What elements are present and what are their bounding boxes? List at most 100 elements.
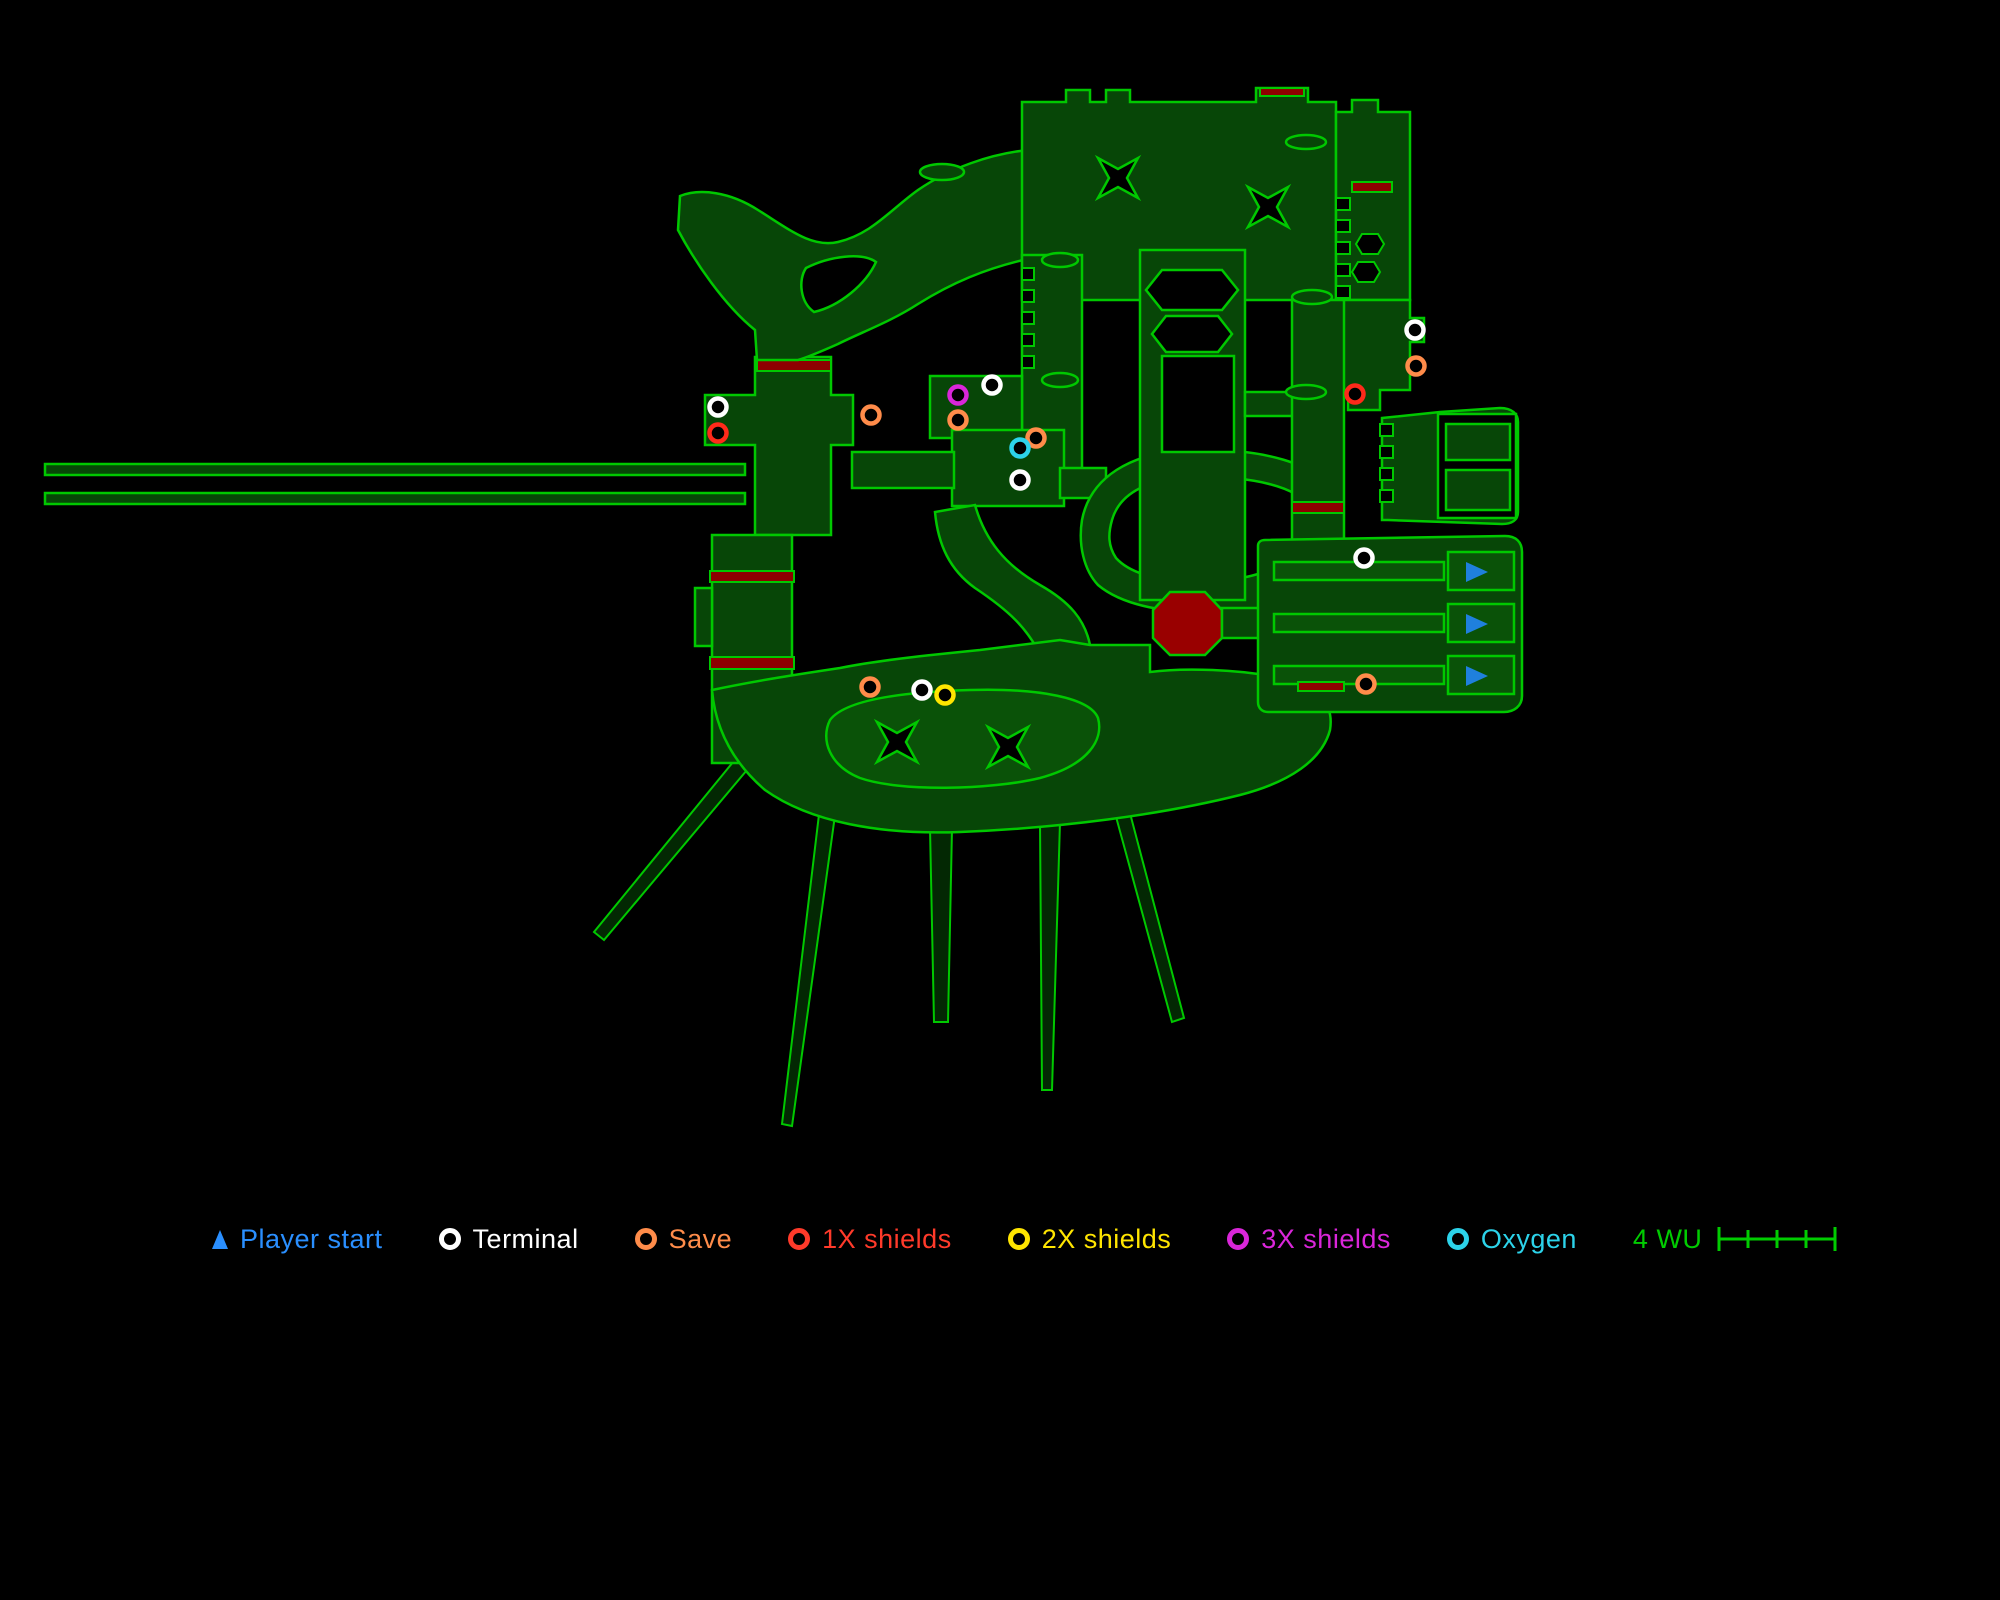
northwest-arm	[676, 148, 1034, 362]
legend-item-terminal: Terminal	[438, 1223, 579, 1255]
marker-player-start	[1466, 666, 1488, 686]
marker-terminal	[1353, 547, 1375, 569]
comb-notch	[1379, 445, 1394, 459]
legend: Player start Terminal Save 1X shields 2X…	[212, 1219, 1838, 1259]
scale-label: 4 WU	[1632, 1223, 1703, 1254]
legend-item-oxygen: Oxygen	[1446, 1223, 1577, 1255]
player-start-icon	[212, 1229, 228, 1249]
center-room-b	[950, 428, 1066, 508]
star-hole	[1094, 154, 1142, 202]
legend-label-terminal: Terminal	[472, 1223, 579, 1254]
comb-notch	[1021, 355, 1035, 369]
1x-shields-icon	[788, 1228, 811, 1250]
comb-notch	[1379, 489, 1394, 503]
pod	[1040, 251, 1080, 269]
pod	[1284, 133, 1328, 151]
pier-finger	[1444, 422, 1512, 462]
marker-save	[1405, 355, 1427, 377]
south-hall-inner	[825, 688, 1101, 789]
comb-notch	[1335, 263, 1351, 277]
marker-player-start	[1466, 614, 1488, 634]
legend-label-oxygen: Oxygen	[1480, 1223, 1577, 1254]
tower-stub	[1243, 390, 1297, 418]
legend-item-2x-shields: 2X shields	[1007, 1223, 1172, 1255]
legend-item-save: Save	[634, 1223, 733, 1255]
terminal-icon	[438, 1228, 461, 1250]
marker-oxygen	[1009, 437, 1031, 459]
pier-finger	[1444, 468, 1512, 512]
hex-hole	[1350, 261, 1382, 283]
comb-notch	[1379, 423, 1394, 437]
marker-shields2	[934, 684, 956, 706]
star-hole	[984, 723, 1032, 771]
marker-terminal	[1404, 319, 1426, 341]
hex-hole	[1144, 268, 1240, 312]
marker-terminal	[707, 396, 729, 418]
marker-shields3	[947, 384, 969, 406]
legend-label-player-start: Player start	[240, 1223, 383, 1254]
legend-item-1x-shields: 1X shields	[788, 1224, 952, 1255]
arm-hole	[800, 255, 878, 314]
door-red	[709, 656, 795, 670]
comb-notch	[1335, 219, 1351, 233]
door-red	[709, 570, 795, 583]
pod	[1290, 288, 1334, 306]
player-start-markers	[1466, 562, 1488, 686]
legend-label-save: Save	[668, 1223, 733, 1254]
marker-save	[1355, 673, 1377, 695]
pod	[1040, 371, 1080, 389]
oxygen-icon	[1446, 1228, 1469, 1250]
leg-south-3	[1038, 821, 1062, 1091]
star-hole	[1244, 183, 1292, 231]
3x-shields-icon	[1227, 1228, 1250, 1250]
west-corridor-lower	[43, 491, 747, 506]
marker-terminal	[981, 374, 1003, 396]
star-hole	[873, 718, 921, 766]
comb-notch	[1021, 267, 1035, 281]
comb-notch	[1335, 197, 1351, 211]
west-room-cross	[703, 355, 855, 537]
pod	[1284, 383, 1328, 401]
legend-label-2x-shields: 2X shields	[1041, 1223, 1172, 1254]
marker-save	[859, 676, 881, 698]
center-room-a	[928, 374, 1024, 440]
comb-notch	[1335, 241, 1351, 255]
center-link	[850, 450, 956, 490]
bay-rail	[1272, 612, 1446, 634]
map-markers	[707, 319, 1427, 706]
marker-save	[1025, 427, 1047, 449]
legend-label-1x-shields: 1X shields	[822, 1223, 952, 1254]
map-geometry	[43, 86, 1524, 1128]
comb-notch	[1021, 333, 1035, 347]
marker-shields1	[1344, 383, 1366, 405]
marker-save	[860, 404, 882, 426]
marker-terminal	[1009, 469, 1031, 491]
hex-hole	[1150, 314, 1234, 354]
door-red	[1291, 501, 1345, 514]
marker-terminal	[911, 679, 933, 701]
door-red	[1351, 181, 1393, 193]
legend-item-player-start: Player start	[212, 1224, 383, 1255]
bay-platform	[1446, 654, 1516, 696]
comb-notch	[1379, 467, 1394, 481]
comb-notch	[1021, 311, 1035, 325]
marker-shields1	[707, 422, 729, 444]
west-corridor-upper	[43, 462, 747, 477]
door-red	[756, 359, 832, 372]
2x-shields-icon	[1007, 1228, 1030, 1250]
legend-label-3x-shields: 3X shields	[1261, 1223, 1391, 1254]
door-red	[1259, 87, 1305, 97]
door-red	[1297, 681, 1345, 692]
red-chamber	[1151, 590, 1224, 657]
marker-player-start	[1466, 562, 1488, 582]
leg-south-2	[928, 827, 954, 1023]
tower-hole	[1160, 354, 1236, 454]
comb-notch	[1021, 289, 1035, 303]
west-alcove	[693, 586, 714, 648]
leg-southeast	[1110, 796, 1186, 1024]
legend-item-3x-shields: 3X shields	[1227, 1224, 1391, 1255]
marker-save	[947, 409, 969, 431]
comb-notch	[1335, 285, 1351, 299]
